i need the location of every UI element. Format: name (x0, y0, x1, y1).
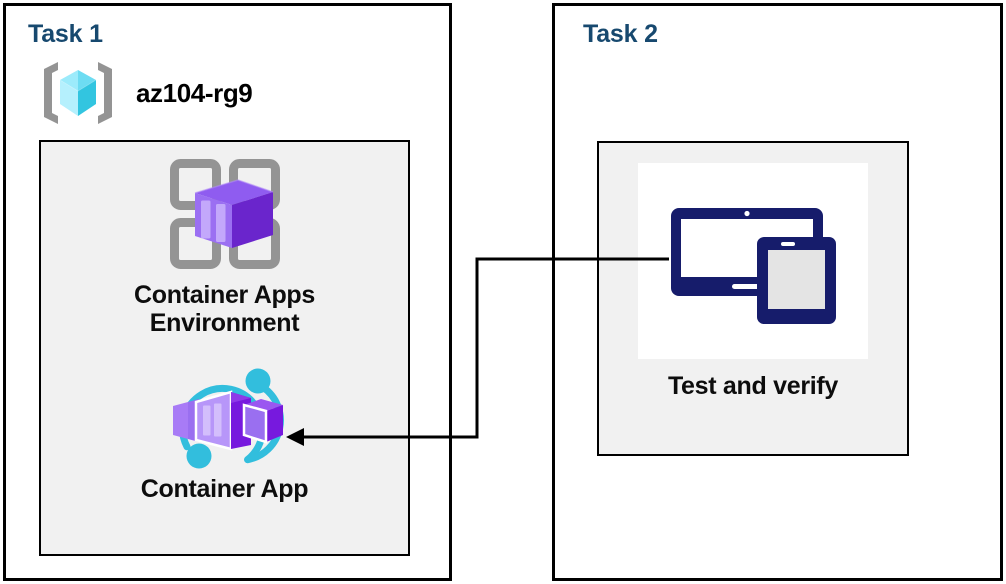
task-1-resource-panel: Container Apps Environment (39, 140, 410, 556)
test-and-verify-label: Test and verify (667, 372, 839, 400)
devices-icon-plate (638, 163, 868, 359)
container-app-label: Container App (140, 475, 309, 503)
container-apps-environment-icon (162, 151, 288, 277)
container-apps-environment-label: Container Apps Environment (134, 281, 315, 337)
resource-group-header: az104-rg9 (34, 58, 253, 128)
devices-icon (663, 186, 843, 336)
node-test-and-verify: Test and verify (599, 163, 907, 400)
container-app-icon (155, 361, 295, 473)
node-container-apps-environment: Container Apps Environment (41, 151, 408, 337)
task-1-title: Task 1 (28, 20, 103, 48)
task-2-title: Task 2 (583, 20, 658, 48)
resource-group-name: az104-rg9 (136, 77, 253, 108)
node-container-app: Container App (41, 361, 408, 503)
resource-group-icon (34, 58, 122, 128)
task-2-resource-panel: Test and verify (597, 141, 909, 456)
